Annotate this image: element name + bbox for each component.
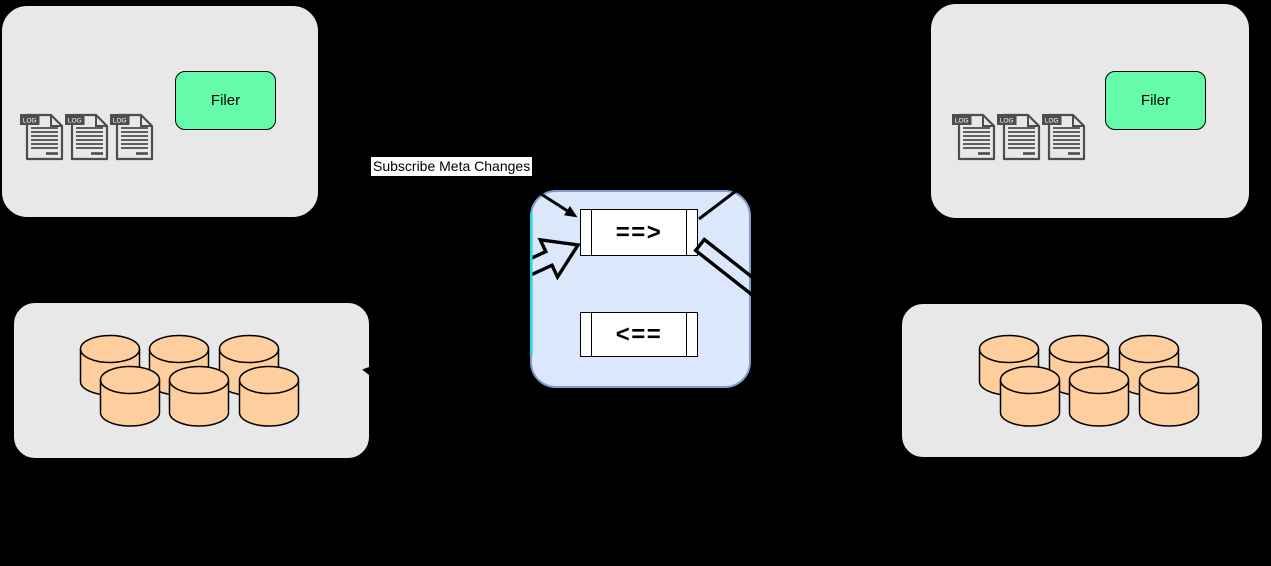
log-badge-label: LOG <box>23 117 37 124</box>
database-cylinder-icon <box>99 365 161 427</box>
line-queue-to-top-right <box>698 144 796 221</box>
log-badge-label: LOG <box>113 117 127 124</box>
edge-label-subscribe-meta-changes: Subscribe Meta Changes <box>371 157 533 176</box>
log-file-icon: LOG <box>65 113 109 161</box>
queue-outbound: ==> <box>580 209 698 256</box>
database-cylinder-icon <box>1138 365 1200 427</box>
log-badge-label: LOG <box>1000 117 1014 124</box>
queue-inbound: <== <box>580 312 698 357</box>
arrow-to-bottom-left-store <box>362 363 561 401</box>
log-badge-label: LOG <box>955 117 969 124</box>
queue-inbound-label: <== <box>615 320 663 348</box>
block-arrow-into-queue <box>446 237 581 313</box>
log-file-icon: LOG <box>110 113 154 161</box>
queue-outbound-label: ==> <box>615 218 663 246</box>
database-cylinder-icon <box>238 365 300 427</box>
database-cylinder-icon <box>168 365 230 427</box>
arrow-subscribe-to-queue <box>515 176 578 218</box>
filer-label: Filer <box>1140 92 1171 109</box>
log-file-icon: LOG <box>952 113 996 161</box>
log-badge-label: LOG <box>1045 117 1059 124</box>
log-file-icon: LOG <box>997 113 1041 161</box>
queue-partition <box>591 312 592 357</box>
queue-partition <box>686 312 687 357</box>
database-cylinder-icon <box>1068 365 1130 427</box>
database-cylinder-icon <box>999 365 1061 427</box>
queue-partition <box>686 209 687 256</box>
filer-label: Filer <box>210 92 241 109</box>
log-file-icon: LOG <box>1042 113 1086 161</box>
block-arrow-out-of-queue <box>693 237 843 357</box>
filer-node-left: Filer <box>175 71 276 130</box>
queue-partition <box>591 209 592 256</box>
log-badge-label: LOG <box>68 117 82 124</box>
log-file-icon: LOG <box>20 113 64 161</box>
filer-node-right: Filer <box>1105 71 1206 130</box>
